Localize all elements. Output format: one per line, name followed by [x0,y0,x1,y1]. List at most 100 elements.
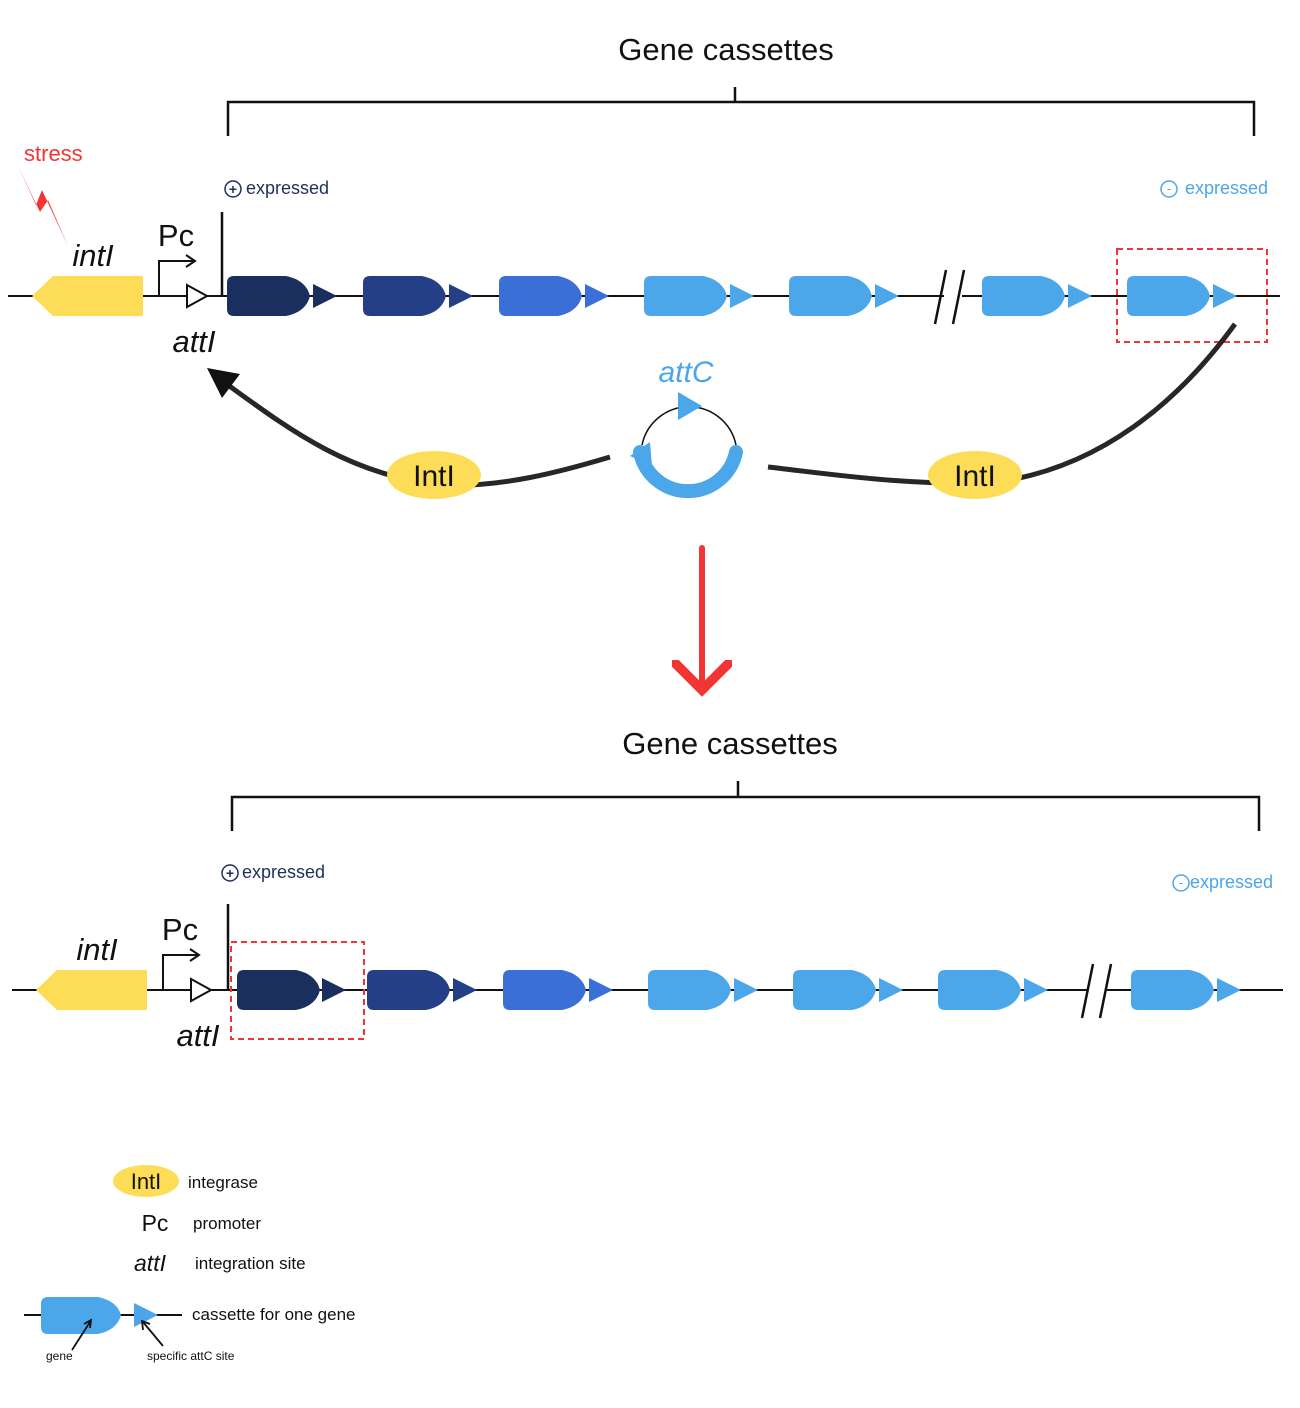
top-minus-icon [1160,180,1178,198]
gene [227,276,310,316]
attc-site [1068,284,1092,308]
legend-attc-pointer [140,1319,164,1347]
bottom-atti-site [190,977,214,1003]
attc-site [322,978,346,1002]
top-break-mark [933,269,966,325]
bottom-gene-cassettes-title: Gene cassettes [622,726,837,761]
bottom-minus-sign: - [1179,875,1183,890]
bottom-plus-expressed: + expressed [221,862,325,882]
top-inti-gene [32,276,143,316]
bottom-integrated-cassette-highlight [230,941,365,1040]
attc-site [730,284,754,308]
top-panel: Gene cassettes stress intI Pc attI + exp… [8,32,1280,359]
inti-enzyme-right-label: IntI [954,460,996,493]
circular-attc-site [678,392,702,420]
circular-cassette [630,392,743,499]
top-expressed-minus: expressed [1185,178,1268,198]
stress-label: stress [24,141,83,166]
gene [1127,276,1210,316]
gene [503,970,586,1010]
top-plus-icon [224,180,242,198]
bottom-cassette-3 [503,970,613,1010]
top-atti-site [186,283,210,309]
top-cassette-1 [227,276,337,316]
attc-site [589,978,613,1002]
legend-attc-site-label: specific attC site [147,1349,235,1363]
circular-gene-arrowhead-icon [630,442,652,466]
bottom-cassette-2 [367,970,477,1010]
top-inti-label: intI [72,238,114,273]
bottom-panel: Gene cassettes intI Pc attI + expressed … [12,726,1283,1053]
legend-gene-pointer [71,1318,93,1351]
legend-integration-text: integration site [195,1254,306,1273]
top-minus-expressed: - expressed [1160,178,1268,198]
top-atti-label: attI [172,324,215,359]
top-plus-expressed: + expressed [224,178,329,198]
top-expressed-plus: expressed [246,178,329,198]
inti-enzyme-left-label: IntI [413,460,455,493]
top-plus-sign: + [229,181,237,197]
top-cassette-6 [982,276,1092,316]
bottom-atti-label: attI [176,1018,219,1053]
bottom-cassette-4 [648,970,758,1010]
attc-site [1213,284,1237,308]
attc-site [449,284,473,308]
top-cassettes-bracket [226,87,1256,136]
gene [648,970,731,1010]
top-minus-sign: - [1167,181,1171,196]
bottom-plus-sign: + [226,865,234,881]
top-cassette-7 [1127,276,1237,316]
bottom-inti-label: intI [76,932,118,967]
bottom-expressed-minus: expressed [1190,872,1273,892]
legend-promoter-text: promoter [193,1214,261,1233]
bottom-cassette-7 [1131,970,1241,1010]
gene [1131,970,1214,1010]
attc-site [1024,978,1048,1002]
stress-lightning-icon [18,166,68,246]
top-gene-cassettes-title: Gene cassettes [618,32,833,67]
gene [237,970,320,1010]
bottom-cassette-6 [938,970,1048,1010]
top-cassette-5 [789,276,899,316]
legend-integrase-symbol [113,1165,179,1197]
legend-cassette-text: cassette for one gene [192,1305,356,1324]
legend-gene-shape [41,1297,121,1334]
bottom-expressed-plus: expressed [242,862,325,882]
bottom-cassette-1 [237,970,346,1010]
legend-integrase-text: integrase [188,1173,258,1192]
top-cassette-3 [499,276,609,316]
top-cassette-2 [363,276,473,316]
attc-site [585,284,609,308]
attc-site [734,978,758,1002]
legend: IntI integrase Pc promoter attI integrat… [24,1165,356,1363]
attc-site [879,978,903,1002]
attc-label: attC [658,356,713,389]
circular-cassette-gene [633,445,743,499]
gene [499,276,582,316]
bottom-break-mark [1080,963,1113,1019]
bottom-cassettes-bracket [230,781,1261,831]
inti-enzyme-left [387,451,481,499]
top-cassettes [227,276,1237,316]
gene [982,276,1065,316]
top-promoter-arrow [158,254,197,296]
legend-integrase-symbol-label: IntI [131,1169,162,1194]
attc-site [453,978,477,1002]
bottom-cassettes [237,970,1241,1010]
bottom-plus-icon [221,864,239,882]
gene [363,276,446,316]
gene [644,276,727,316]
gene [938,970,1021,1010]
top-excised-cassette-highlight [1116,248,1268,343]
legend-attc-shape [134,1303,158,1327]
legend-promoter-symbol: Pc [142,1210,169,1236]
bottom-inti-gene [36,970,147,1010]
legend-integration-symbol: attI [134,1250,167,1276]
inti-enzyme-right [928,451,1022,499]
gene [367,970,450,1010]
bottom-cassette-5 [793,970,903,1010]
bottom-pc-label: Pc [162,912,198,947]
integration-arrowhead-icon [207,368,240,398]
top-cassette-4 [644,276,754,316]
